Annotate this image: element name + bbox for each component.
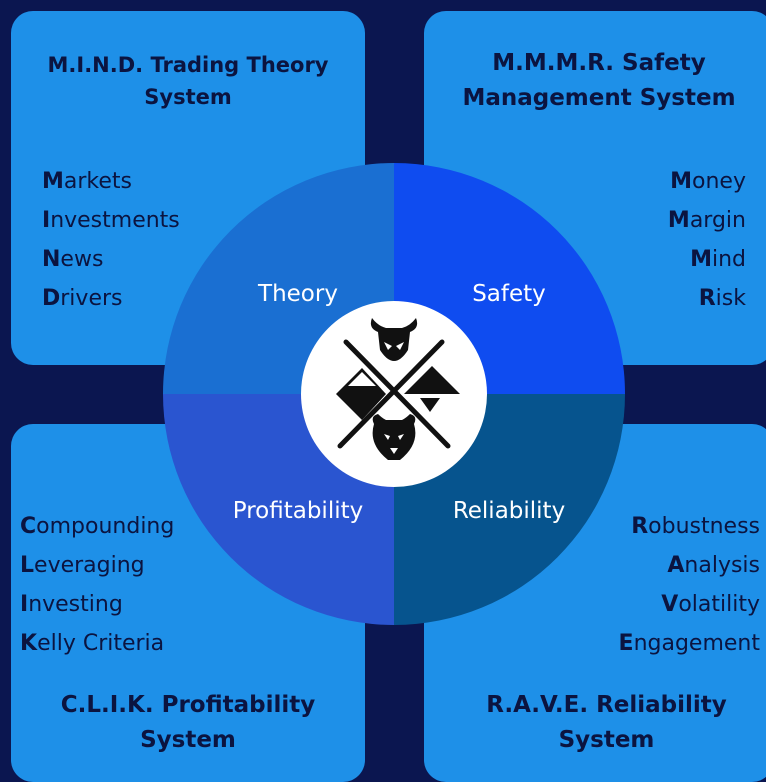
item-rest: oney <box>692 169 746 194</box>
reliability-label: Reliability <box>453 498 565 524</box>
rave-card-title: R.A.V.E. Reliability System <box>424 688 766 757</box>
item-rest: obustness <box>648 514 760 539</box>
item-initial: V <box>661 592 679 617</box>
list-item: Volatility <box>619 585 760 624</box>
item-rest: ind <box>711 247 746 272</box>
list-item: Risk <box>668 279 746 318</box>
item-initial: I <box>42 208 51 233</box>
mmmr-title-line2: Management System <box>462 84 736 111</box>
list-item: Mind <box>668 240 746 279</box>
list-item: Analysis <box>619 546 760 585</box>
item-initial: M <box>667 208 690 233</box>
clik-title-line1: C.L.I.K. Profitability <box>60 692 316 718</box>
item-rest: ews <box>60 247 104 272</box>
item-rest: ngagement <box>633 631 760 656</box>
item-rest: argin <box>689 208 746 233</box>
rave-title-line1: R.A.V.E. Reliability <box>486 692 727 718</box>
item-initial: R <box>631 514 649 539</box>
item-rest: isk <box>715 286 746 311</box>
item-rest: everaging <box>34 553 145 578</box>
item-rest: nvesting <box>28 592 123 617</box>
item-initial: N <box>42 247 61 272</box>
list-item: Money <box>668 162 746 201</box>
mind-title-line2: System <box>144 84 232 109</box>
item-initial: M <box>670 169 693 194</box>
list-item: Markets <box>42 162 180 201</box>
profitability-label: Profitability <box>233 498 364 524</box>
mmmr-list: Money Margin Mind Risk <box>668 162 746 318</box>
clik-list: Compounding Leveraging Investing Kelly C… <box>20 507 174 663</box>
item-initial: M <box>42 169 64 194</box>
clik-card-title: C.L.I.K. Profitability System <box>11 688 365 757</box>
item-initial: K <box>20 631 38 656</box>
item-rest: rivers <box>60 286 123 311</box>
item-rest: ompounding <box>36 514 175 539</box>
mmmr-title-line1: M.M.M.R. Safety <box>492 50 706 76</box>
item-rest: elly Criteria <box>37 631 165 656</box>
mind-list: Markets Investments News Drivers <box>42 162 180 318</box>
list-item: Robustness <box>619 507 760 546</box>
list-item: Margin <box>668 201 746 240</box>
list-item: Engagement <box>619 624 760 663</box>
item-initial: M <box>690 247 712 272</box>
list-item: Investments <box>42 201 180 240</box>
item-rest: olatility <box>678 592 760 617</box>
safety-label: Safety <box>472 281 546 307</box>
item-rest: arkets <box>63 169 133 194</box>
list-item: Drivers <box>42 279 180 318</box>
item-initial: C <box>20 514 37 539</box>
rave-title-line2: System <box>558 726 655 753</box>
mind-title-line1: M.I.N.D. Trading Theory <box>47 53 329 77</box>
mind-card-title: M.I.N.D. Trading Theory System <box>11 50 365 113</box>
item-initial: A <box>667 553 685 578</box>
item-rest: nvestments <box>50 208 180 233</box>
mmmr-card-title: M.M.M.R. Safety Management System <box>424 46 766 115</box>
list-item: Leveraging <box>20 546 174 585</box>
theory-label: Theory <box>257 281 338 307</box>
list-item: News <box>42 240 180 279</box>
item-initial: D <box>42 286 61 311</box>
item-initial: I <box>20 592 29 617</box>
list-item: Compounding <box>20 507 174 546</box>
rave-list: Robustness Analysis Volatility Engagemen… <box>619 507 760 663</box>
item-rest: nalysis <box>684 553 760 578</box>
clik-title-line2: System <box>140 726 236 753</box>
bull-bear-crossed-logo-icon <box>301 301 487 487</box>
item-initial: E <box>618 631 634 656</box>
list-item: Kelly Criteria <box>20 624 174 663</box>
item-initial: L <box>20 553 35 578</box>
item-initial: R <box>698 286 716 311</box>
list-item: Investing <box>20 585 174 624</box>
